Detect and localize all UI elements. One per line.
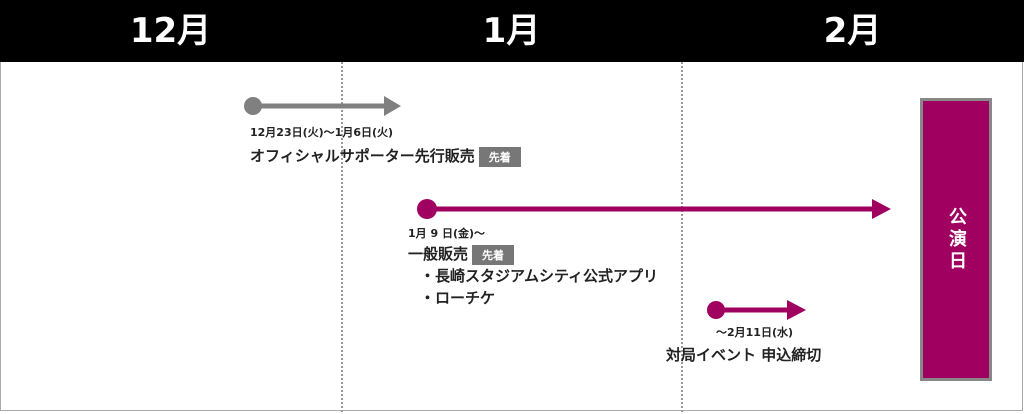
first-come-badge: 先着 — [478, 146, 521, 167]
general-sale-date: 1月 9 日(金)〜 — [408, 227, 486, 240]
event-deadline-title: 対局イベント 申込締切 — [666, 346, 822, 364]
supporter-presale-title-row: オフィシャルサポーター先行販売先着 — [250, 145, 521, 167]
event-deadline-arrow — [707, 300, 806, 320]
general-sale-title-row: 一般販売先着 — [408, 243, 515, 265]
general-sale-title: 一般販売 — [408, 245, 469, 263]
month-divider — [681, 62, 683, 412]
performance-day-box: 公演日 — [920, 98, 992, 381]
supporter-presale-title: オフィシャルサポーター先行販売 — [250, 147, 475, 165]
month-divider — [341, 62, 343, 412]
first-come-badge: 先着 — [472, 244, 515, 265]
month-february: 2月 — [823, 11, 882, 51]
supporter-presale-date: 12月23日(火)〜1月6日(火) — [250, 126, 394, 139]
month-header: 12月 1月 2月 — [0, 0, 1024, 62]
sales-channel-app: ・長崎スタジアムシティ公式アプリ — [420, 267, 659, 285]
supporter-presale-arrow — [244, 96, 401, 116]
month-january: 1月 — [482, 11, 541, 51]
month-december: 12月 — [129, 11, 212, 51]
general-sale-arrow — [417, 199, 891, 219]
sales-channel-lawson: ・ローチケ — [420, 289, 496, 307]
event-deadline-date: 〜2月11日(水) — [716, 326, 794, 339]
